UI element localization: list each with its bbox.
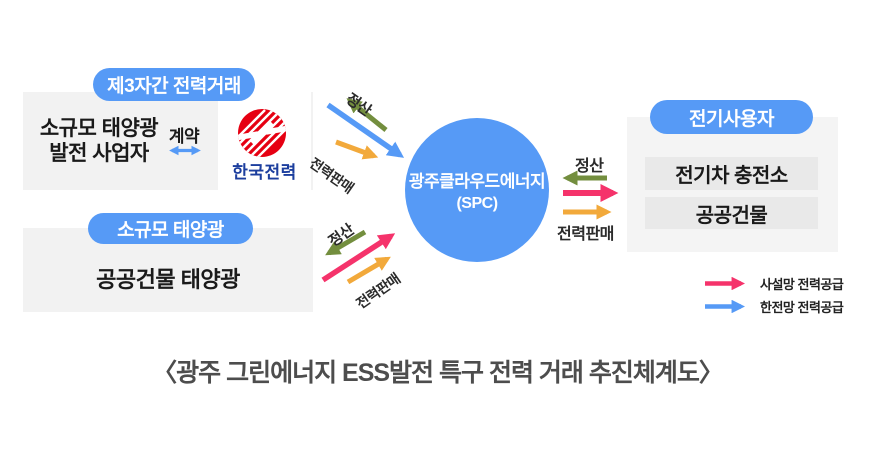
- top-flow-arrows: [326, 98, 405, 160]
- private-grid-arrow-icon: [705, 277, 746, 290]
- legend-item-private-grid: 사설망 전력공급: [703, 274, 844, 293]
- kepco-name-label: 한국전력: [232, 163, 297, 182]
- users-header-label: 전기사용자: [689, 108, 774, 130]
- settlement-arrow-top: [346, 98, 388, 132]
- third-party-header-label: 제3자간 전력거래: [107, 76, 241, 97]
- power-sale-arrow-top: [335, 139, 379, 160]
- contract-label: 계약: [168, 127, 200, 146]
- solar-producer-line2: 발전 사업자: [49, 142, 149, 165]
- spc-sub: (SPC): [456, 195, 498, 212]
- kepco-grid-arrow-icon: [705, 300, 746, 313]
- kepco-logo-icon: [238, 109, 286, 157]
- power-sale-label-right: 전력판매: [557, 226, 614, 243]
- users-header: 전기사용자: [650, 100, 813, 134]
- spc-name: 광주클라우드에너지: [408, 172, 546, 191]
- settlement-arrow-bottom: [325, 229, 367, 256]
- spc-node: 광주클라우드에너지 (SPC): [405, 118, 549, 262]
- bottom-flow-arrows: [321, 229, 396, 285]
- power-sale-arrow-bottom: [346, 256, 391, 285]
- legend-item-kepco-grid: 한전망 전력공급: [703, 297, 844, 316]
- small-solar-header-label: 소규모 태양광: [117, 220, 224, 241]
- ev-charger-item: 전기차 충전소: [645, 157, 818, 190]
- legend-kepco-grid-label: 한전망 전력공급: [760, 300, 844, 315]
- private-grid-supply-arrow-bottom: [321, 233, 396, 283]
- solar-producer-label: 소규모 태양광 발전 사업자: [28, 116, 170, 166]
- right-flow-arrows: [562, 170, 619, 220]
- contract-double-arrow-icon: [169, 145, 201, 156]
- public-building-solar-label: 공공건물 태양광: [96, 267, 240, 292]
- legend-private-grid-label: 사설망 전력공급: [760, 277, 844, 292]
- public-building-item: 공공건물: [645, 197, 818, 229]
- small-solar-header: 소규모 태양광: [88, 213, 253, 244]
- solar-producer-line1: 소규모 태양광: [39, 117, 159, 140]
- diagram-caption: 〈광주 그린에너지 ESS발전 특구 전력 거래 추진체계도〉: [152, 359, 724, 387]
- kepco-grid-supply-arrow: [326, 102, 405, 158]
- settlement-label-right: 정산: [575, 158, 604, 175]
- third-party-header: 제3자간 전력거래: [93, 68, 255, 101]
